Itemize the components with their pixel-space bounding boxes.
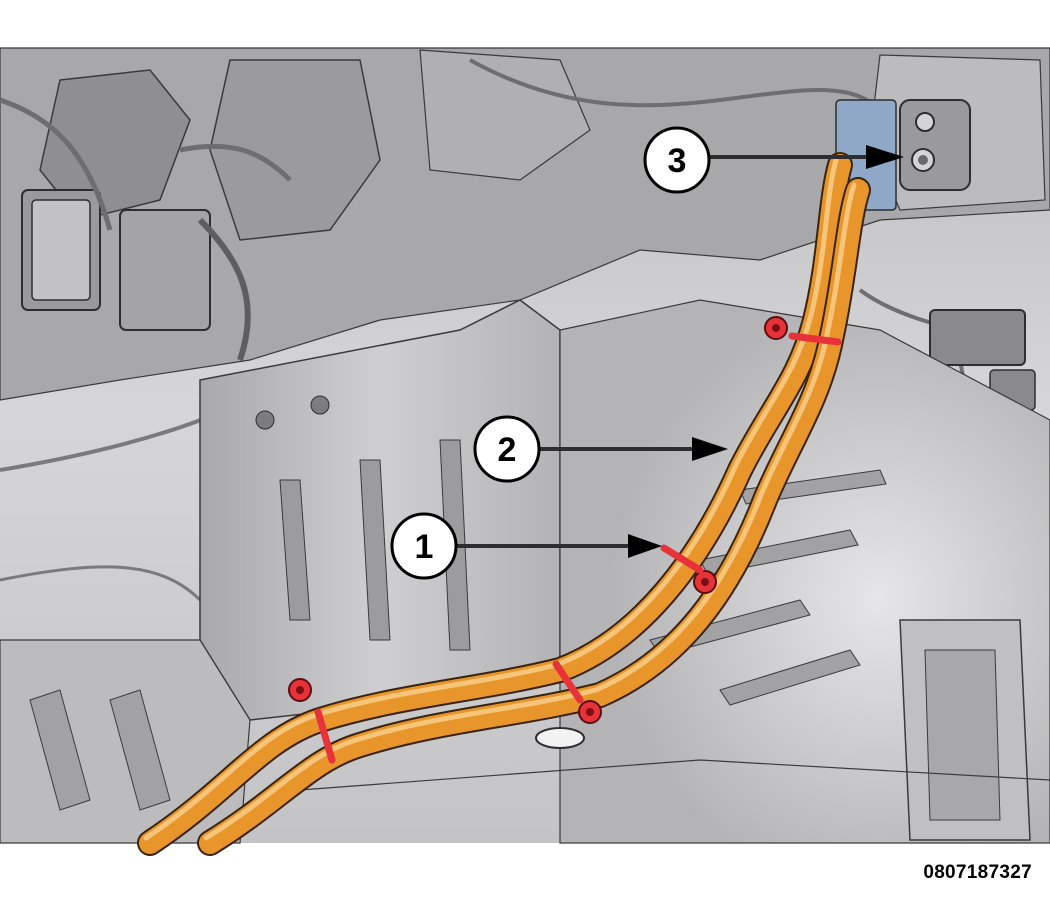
- clip-lower-middle: [552, 660, 602, 724]
- strap-clip: [288, 316, 842, 764]
- clip-lower-left: [288, 678, 336, 764]
- clip-center: [660, 544, 717, 594]
- callout-1-number: 1: [415, 528, 434, 566]
- callout-2-number: 2: [498, 431, 517, 469]
- callout-3: 3: [643, 126, 904, 194]
- callout-1: 1: [390, 512, 662, 580]
- callout-2: 2: [473, 415, 728, 483]
- clip-upper: [764, 316, 842, 346]
- high-voltage-cable: [137, 152, 871, 856]
- figure-id: 0807187327: [923, 862, 1032, 883]
- callout-3-number: 3: [668, 142, 687, 180]
